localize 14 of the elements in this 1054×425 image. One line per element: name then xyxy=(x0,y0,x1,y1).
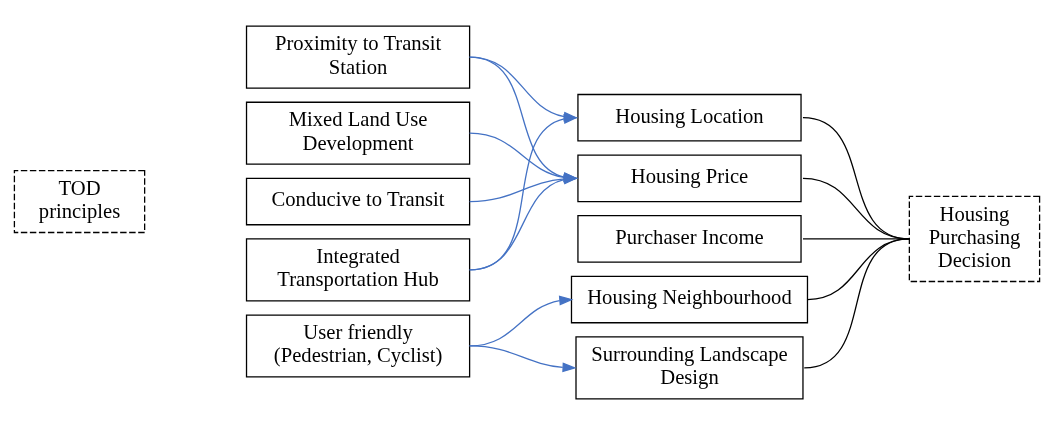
node-box: Mixed Land Use Development xyxy=(245,101,471,165)
node-box: Housing Neighbourhood xyxy=(570,275,809,324)
node-box: Conducive to Transit xyxy=(245,177,471,226)
node-box: Purchaser Income xyxy=(577,215,802,263)
node-box: Housing Location xyxy=(577,93,802,142)
node-box: TOD principles xyxy=(13,169,146,234)
node-box: User friendly (Pedestrian, Cyclist) xyxy=(245,314,471,378)
arrow xyxy=(468,345,577,373)
node-box: Proximity to Transit Station xyxy=(245,25,471,89)
node-box: Integrated Transportation Hub xyxy=(245,238,471,302)
connector xyxy=(803,238,910,369)
node-box: Housing Purchasing Decision xyxy=(908,195,1041,283)
node-box: Surrounding Landscape Design xyxy=(575,336,804,400)
node-box: Housing Price xyxy=(577,154,802,203)
